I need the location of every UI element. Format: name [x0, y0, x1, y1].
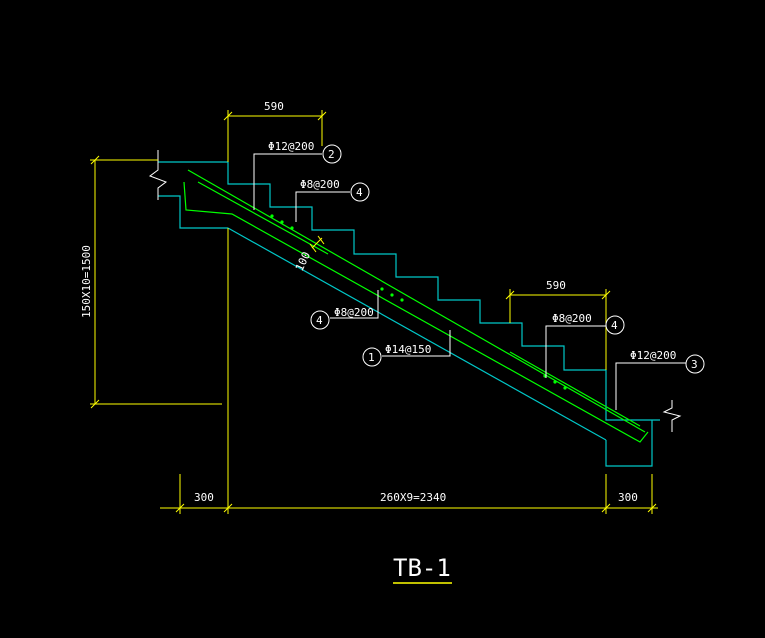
- rebar-main-bottom: [183, 181, 649, 443]
- callout-code-4b: Φ8@200: [334, 306, 374, 319]
- dim-bottom-right: 300: [618, 491, 638, 504]
- stair-soffit: [227, 227, 607, 441]
- break-right: [662, 400, 682, 432]
- callout-code-2: Φ12@200: [268, 140, 314, 153]
- stair-outline: [158, 161, 660, 467]
- dim-vertical: 150X10=1500: [80, 245, 93, 318]
- callout-leaders: [253, 144, 705, 410]
- dimension-lines: [90, 110, 658, 514]
- callout-num-1: 1: [368, 351, 375, 364]
- callout-code-4a: Φ8@200: [300, 178, 340, 191]
- top-beam-outline: [158, 195, 228, 229]
- rebar: [183, 169, 649, 443]
- callout-code-1: Φ14@150: [385, 343, 431, 356]
- rebar-bottom-inner: [509, 351, 641, 427]
- break-symbols: [148, 150, 682, 432]
- callout-num-2: 2: [328, 148, 335, 161]
- rebar-top: [187, 169, 646, 433]
- dim-top-right: 590: [546, 279, 566, 292]
- dim-slab-thickness: 100: [293, 250, 313, 274]
- dim-bottom-left: 300: [194, 491, 214, 504]
- callout-code-4c: Φ8@200: [552, 312, 592, 325]
- drawing-title: TB-1: [393, 554, 451, 582]
- dim-bottom-middle: 260X9=2340: [380, 491, 446, 504]
- callout-num-4b: 4: [316, 314, 323, 327]
- callout-num-4a: 4: [356, 186, 363, 199]
- callout-code-3: Φ12@200: [630, 349, 676, 362]
- callout-num-3: 3: [691, 358, 698, 371]
- callout-num-4c: 4: [611, 319, 618, 332]
- break-left: [148, 150, 168, 200]
- dim-top-left: 590: [264, 100, 284, 113]
- bottom-beam-outline: [605, 420, 653, 467]
- rebar-top-inner: [197, 181, 329, 255]
- stair-step-profile: [158, 161, 660, 421]
